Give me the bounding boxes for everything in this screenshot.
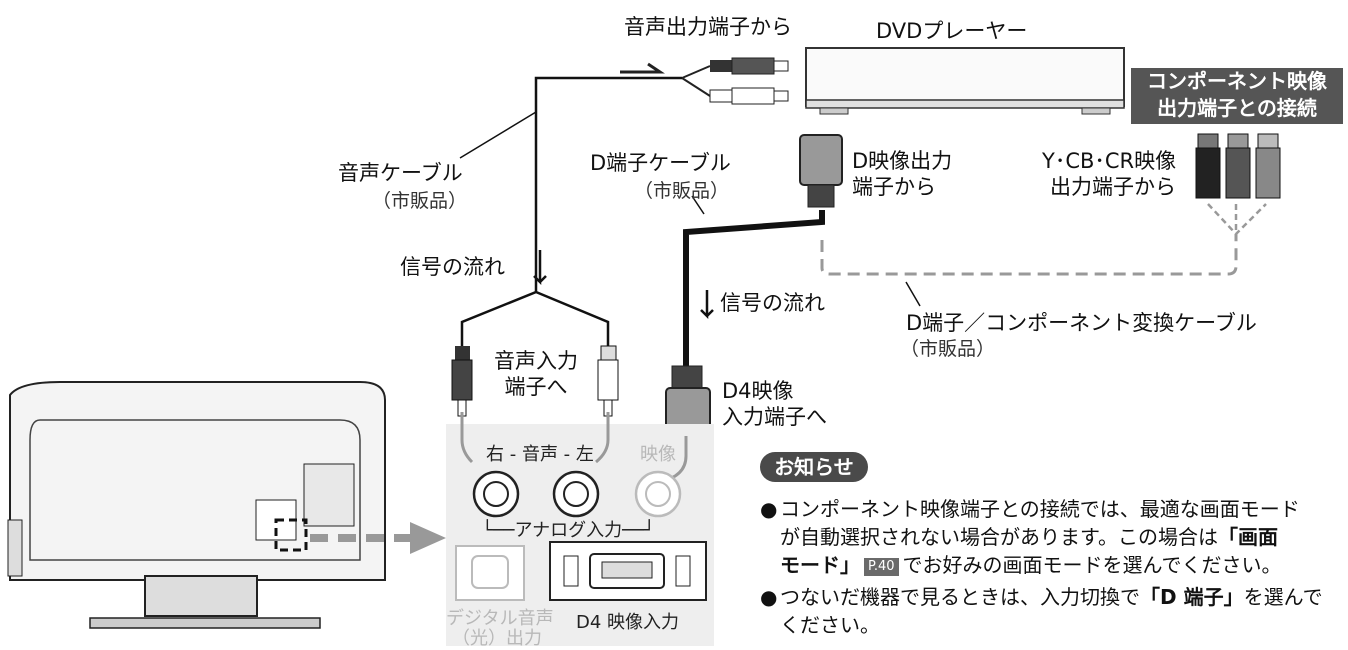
- d-component-cable-note: （市販品）: [900, 338, 996, 360]
- audio-cable-note: （市販品）: [372, 190, 468, 212]
- component-connection-header: コンポーネント映像 出力端子との接続: [1131, 68, 1343, 124]
- notice-item-1-line1: ●コンポーネント映像端子との接続では、最適な画面モード: [760, 496, 1300, 522]
- audio-cable-plugs-dvd: [620, 57, 789, 105]
- d-video-output-label-2: 端子から: [852, 175, 936, 199]
- component-header-line2: 出力端子との接続: [1157, 96, 1317, 120]
- input-panel: [446, 412, 714, 646]
- audio-output-label: 音声出力端子から: [624, 15, 792, 39]
- notice-1-text-2: が自動選択されない場合があります。この場合は: [780, 525, 1218, 549]
- audio-cable-label: 音声ケーブル: [338, 161, 463, 185]
- d-component-cable: [820, 133, 1281, 307]
- audio-input-line1: 音声入力: [494, 349, 578, 373]
- d4-input-jack-label: D4 映像入力: [576, 612, 680, 633]
- d-video-output-label-1: D映像出力: [852, 149, 953, 173]
- notice-1-text-3a: モード」: [780, 553, 860, 577]
- notice-1-text-2b: 「画面: [1218, 525, 1278, 549]
- notice-item-2-line1: ●つないだ機器で見るときは、入力切換で「D 端子」を選んで: [760, 584, 1323, 610]
- dvd-player: [805, 47, 1125, 115]
- notice-1-text-1: コンポーネント映像端子との接続では、最適な画面モード: [780, 497, 1300, 521]
- video-jack-label: 映像: [640, 444, 676, 465]
- notice-item-1-line2: が自動選択されない場合があります。この場合は「画面: [780, 524, 1278, 550]
- notice-2-text-1b: 「D 端子」: [1140, 585, 1244, 609]
- ycbcr-output-label-2: 出力端子から: [1050, 175, 1176, 199]
- component-header-line1: コンポーネント映像: [1147, 69, 1327, 93]
- d4-input-line2: 入力端子へ: [722, 405, 827, 429]
- signal-flow-left: 信号の流れ: [400, 255, 505, 279]
- analog-input-label: └──アナログ入力──┘: [482, 520, 655, 541]
- notice-2-text-1c: を選んで: [1243, 585, 1323, 609]
- page-reference-badge[interactable]: P.40: [864, 557, 899, 576]
- notice-1-text-3b: でお好みの画面モードを選んでください。: [902, 553, 1282, 577]
- d-component-cable-label: D端子／コンポーネント変換ケーブル: [906, 311, 1257, 335]
- audio-cable: [451, 76, 682, 417]
- audio-input-line2: 端子へ: [504, 375, 568, 399]
- audio-input-label: 音声入力 端子へ: [484, 348, 588, 400]
- ycbcr-output-label-1: Y･CB･CR映像: [1042, 149, 1177, 173]
- notice-bullet-2: ●: [760, 585, 778, 609]
- d-cable-label: D端子ケーブル: [590, 151, 731, 175]
- digital-audio-label-1: デジタル音声: [446, 608, 554, 629]
- notice-title: お知らせ: [760, 452, 868, 482]
- d4-input-label: D4映像 入力端子へ: [722, 378, 827, 430]
- d-cable-note: （市販品）: [634, 180, 730, 202]
- signal-flow-right: 信号の流れ: [720, 291, 825, 315]
- notice-2-text-1a: つないだ機器で見るときは、入力切換で: [780, 585, 1140, 609]
- audio-lr-label: 右 - 音声 - 左: [486, 444, 594, 465]
- d4-input-line1: D4映像: [722, 379, 794, 403]
- notice-bullet: ●: [760, 497, 778, 521]
- digital-audio-label-2: （光）出力: [452, 628, 542, 649]
- dvd-player-label: DVDプレーヤー: [876, 19, 1028, 43]
- tv-arrow: [310, 522, 446, 554]
- tv-back: [7, 381, 386, 629]
- notice-item-2-line2: ください。: [780, 613, 880, 637]
